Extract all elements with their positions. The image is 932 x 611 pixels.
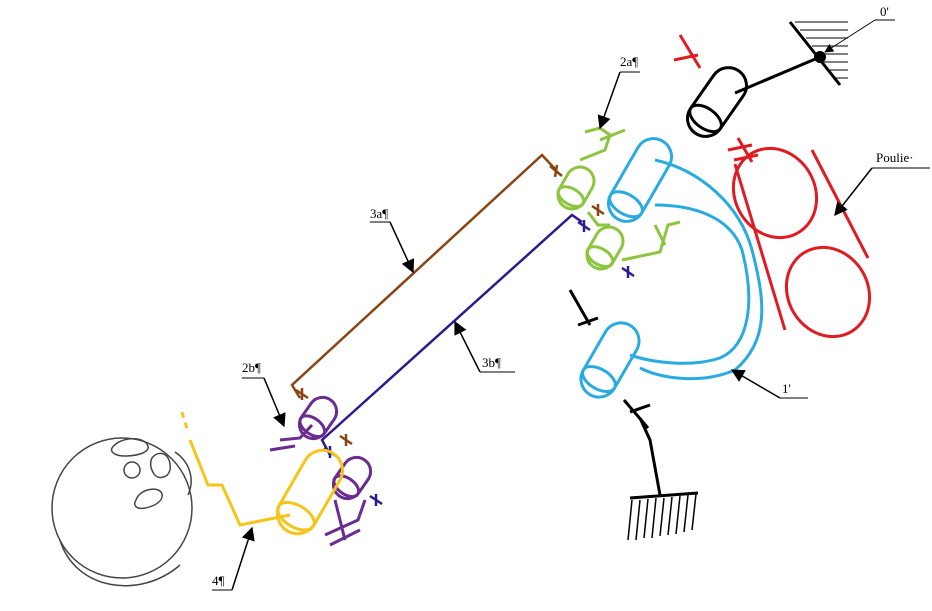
label-poulie: Poulie· [834,150,930,217]
label-4: 4¶ [212,526,255,591]
label-3a-text: 3a¶ [370,206,388,221]
label-1-text: 1' [782,381,791,396]
label-3b: 3b¶ [454,320,515,373]
ground-0 [788,21,848,86]
label-1: 1' [730,369,808,399]
link-2b [269,395,373,547]
pulley-axle-red [673,34,759,163]
label-2a: 2a¶ [597,54,640,130]
ground-1 [627,491,699,541]
link-3b [320,213,635,506]
link-4 [180,411,344,536]
label-3b-text: 3b¶ [482,355,501,370]
label-0: 0' [824,4,895,53]
ground-1-link [568,289,662,496]
label-poulie-text: Poulie· [876,150,914,165]
label-0-text: 0' [880,4,889,19]
label-2b-text: 2b¶ [242,360,261,375]
link-2a [556,126,681,271]
link-1 [579,137,764,399]
pulley [731,146,872,339]
link-0 [686,55,821,138]
label-3a: 3a¶ [370,206,415,274]
label-4-text: 4¶ [212,573,225,588]
head [51,437,193,587]
label-2b: 2b¶ [242,360,286,428]
label-2a-text: 2a¶ [620,54,638,69]
link-3a [290,153,605,446]
